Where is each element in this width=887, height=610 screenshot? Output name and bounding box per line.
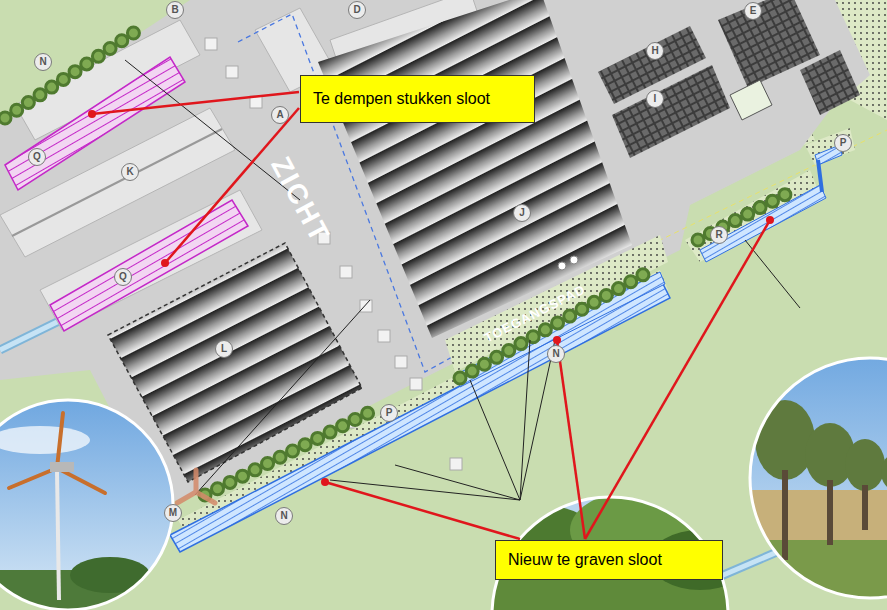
- callout-letter: A: [276, 110, 283, 120]
- callout-circle: Q: [114, 268, 132, 286]
- callout-circle: Q: [28, 148, 46, 166]
- callout-letter: N: [280, 511, 287, 521]
- callout-circle: B: [166, 1, 184, 19]
- callout-text: Nieuw te graven sloot: [508, 551, 662, 569]
- callout-circle: L: [215, 340, 233, 358]
- callout-circle: K: [121, 163, 139, 181]
- callout-text: Te dempen stukken sloot: [313, 90, 490, 108]
- callout-circle: A: [271, 106, 289, 124]
- callout-letter: M: [169, 508, 177, 518]
- callout-circle: J: [513, 204, 531, 222]
- callout-letter: J: [519, 208, 525, 218]
- callout-letter: R: [715, 230, 722, 240]
- callout-letter: K: [126, 167, 133, 177]
- callout-letter: L: [221, 344, 227, 354]
- callout-circle: H: [646, 42, 664, 60]
- callout-letter: N: [552, 349, 559, 359]
- callout-circle: N: [547, 345, 565, 363]
- callout-letter: B: [171, 5, 178, 15]
- road-label: TOEGANGSPAD: [482, 281, 588, 345]
- callout-circle: I: [646, 90, 664, 108]
- callout-circle: P: [380, 404, 398, 422]
- callout-letter: Q: [33, 152, 41, 162]
- callout-circle: D: [348, 1, 366, 19]
- callout-letter: P: [840, 138, 847, 148]
- callout-letter: P: [386, 408, 393, 418]
- callout-circle: P: [834, 134, 852, 152]
- callout-letter: N: [39, 57, 46, 67]
- callout-box: Nieuw te graven sloot: [495, 540, 723, 580]
- callout-letter: E: [750, 6, 757, 16]
- road-label: ZICHT: [264, 152, 336, 249]
- callout-circle: M: [164, 504, 182, 522]
- callout-letter: Q: [119, 272, 127, 282]
- callout-circle: N: [34, 53, 52, 71]
- callout-letter: H: [651, 46, 658, 56]
- callout-circle: N: [275, 507, 293, 525]
- callout-letter: D: [353, 5, 360, 15]
- callout-circle: E: [744, 2, 762, 20]
- callout-letter: I: [654, 94, 657, 104]
- callout-circle: R: [710, 226, 728, 244]
- callout-box: Te dempen stukken sloot: [300, 75, 535, 123]
